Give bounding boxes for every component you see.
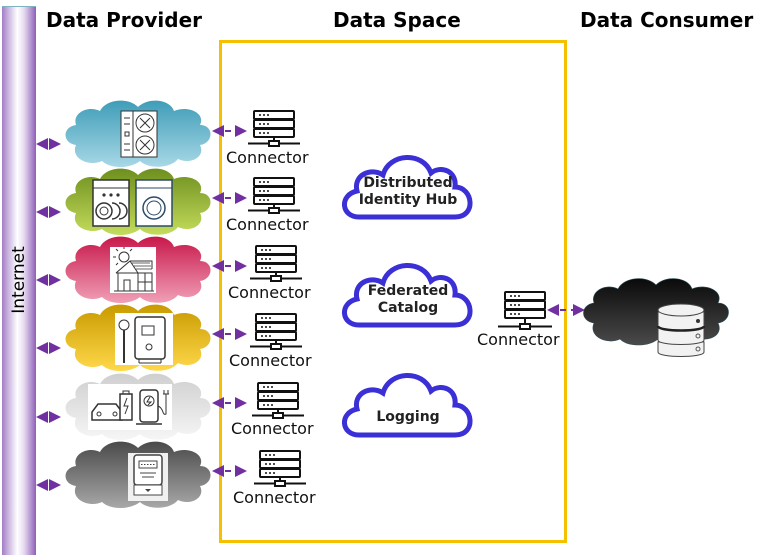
- connector-link-arrow: [212, 328, 247, 340]
- internet-label: Internet: [9, 246, 29, 314]
- database-icon: [656, 303, 706, 357]
- service-label-logging: Logging: [376, 409, 439, 426]
- service-label-line: Identity Hub: [358, 192, 458, 208]
- connector-server-icon[interactable]: [248, 110, 302, 150]
- data-space-boundary: [219, 40, 567, 543]
- connector-label: Connector: [226, 148, 309, 167]
- hvac-unit-icon: [120, 110, 158, 158]
- ev-charging-icon: [88, 384, 172, 430]
- connector-server-icon[interactable]: [250, 245, 304, 285]
- heading-data-provider: Data Provider: [46, 8, 203, 32]
- heading-data-consumer: Data Consumer: [580, 8, 754, 32]
- service-label-line: Catalog: [377, 300, 439, 316]
- connector-link-arrow: [212, 125, 247, 137]
- connector-server-icon[interactable]: [248, 177, 302, 217]
- consumer-connector-server-icon[interactable]: [496, 290, 556, 334]
- connector-label: Connector: [231, 419, 314, 438]
- service-cloud-logging: [337, 363, 479, 443]
- service-label-line: Federated: [367, 283, 449, 299]
- connector-link-arrow: [212, 192, 247, 204]
- water-heater-icon: [115, 313, 173, 365]
- connector-label: Connector: [229, 351, 312, 370]
- internet-link-arrow: [36, 206, 61, 218]
- internet-link-arrow: [36, 411, 61, 423]
- connector-server-icon[interactable]: [252, 382, 306, 422]
- connector-link-arrow: [212, 397, 247, 409]
- solar-house-icon: [110, 247, 156, 293]
- internet-link-arrow: [36, 274, 61, 286]
- smart-meter-icon: [128, 453, 168, 501]
- consumer-link-arrow: [547, 304, 585, 316]
- connector-link-arrow: [212, 465, 247, 477]
- connector-link-arrow: [212, 260, 247, 272]
- connector-label: Connector: [226, 215, 309, 234]
- connector-server-icon[interactable]: [250, 313, 304, 353]
- heading-data-space: Data Space: [333, 8, 461, 32]
- connector-label: Connector: [233, 488, 316, 507]
- internet-link-arrow: [36, 342, 61, 354]
- connector-server-icon[interactable]: [254, 450, 308, 490]
- connector-label: Connector: [228, 283, 311, 302]
- consumer-connector-label: Connector: [477, 330, 560, 349]
- internet-link-arrow: [36, 138, 61, 150]
- internet-link-arrow: [36, 479, 61, 491]
- service-label-line: Logging: [376, 409, 440, 425]
- internet-bar: [2, 6, 36, 555]
- dishwasher-washing-machine-icon: [92, 179, 173, 227]
- service-label-line: Distributed: [363, 175, 453, 191]
